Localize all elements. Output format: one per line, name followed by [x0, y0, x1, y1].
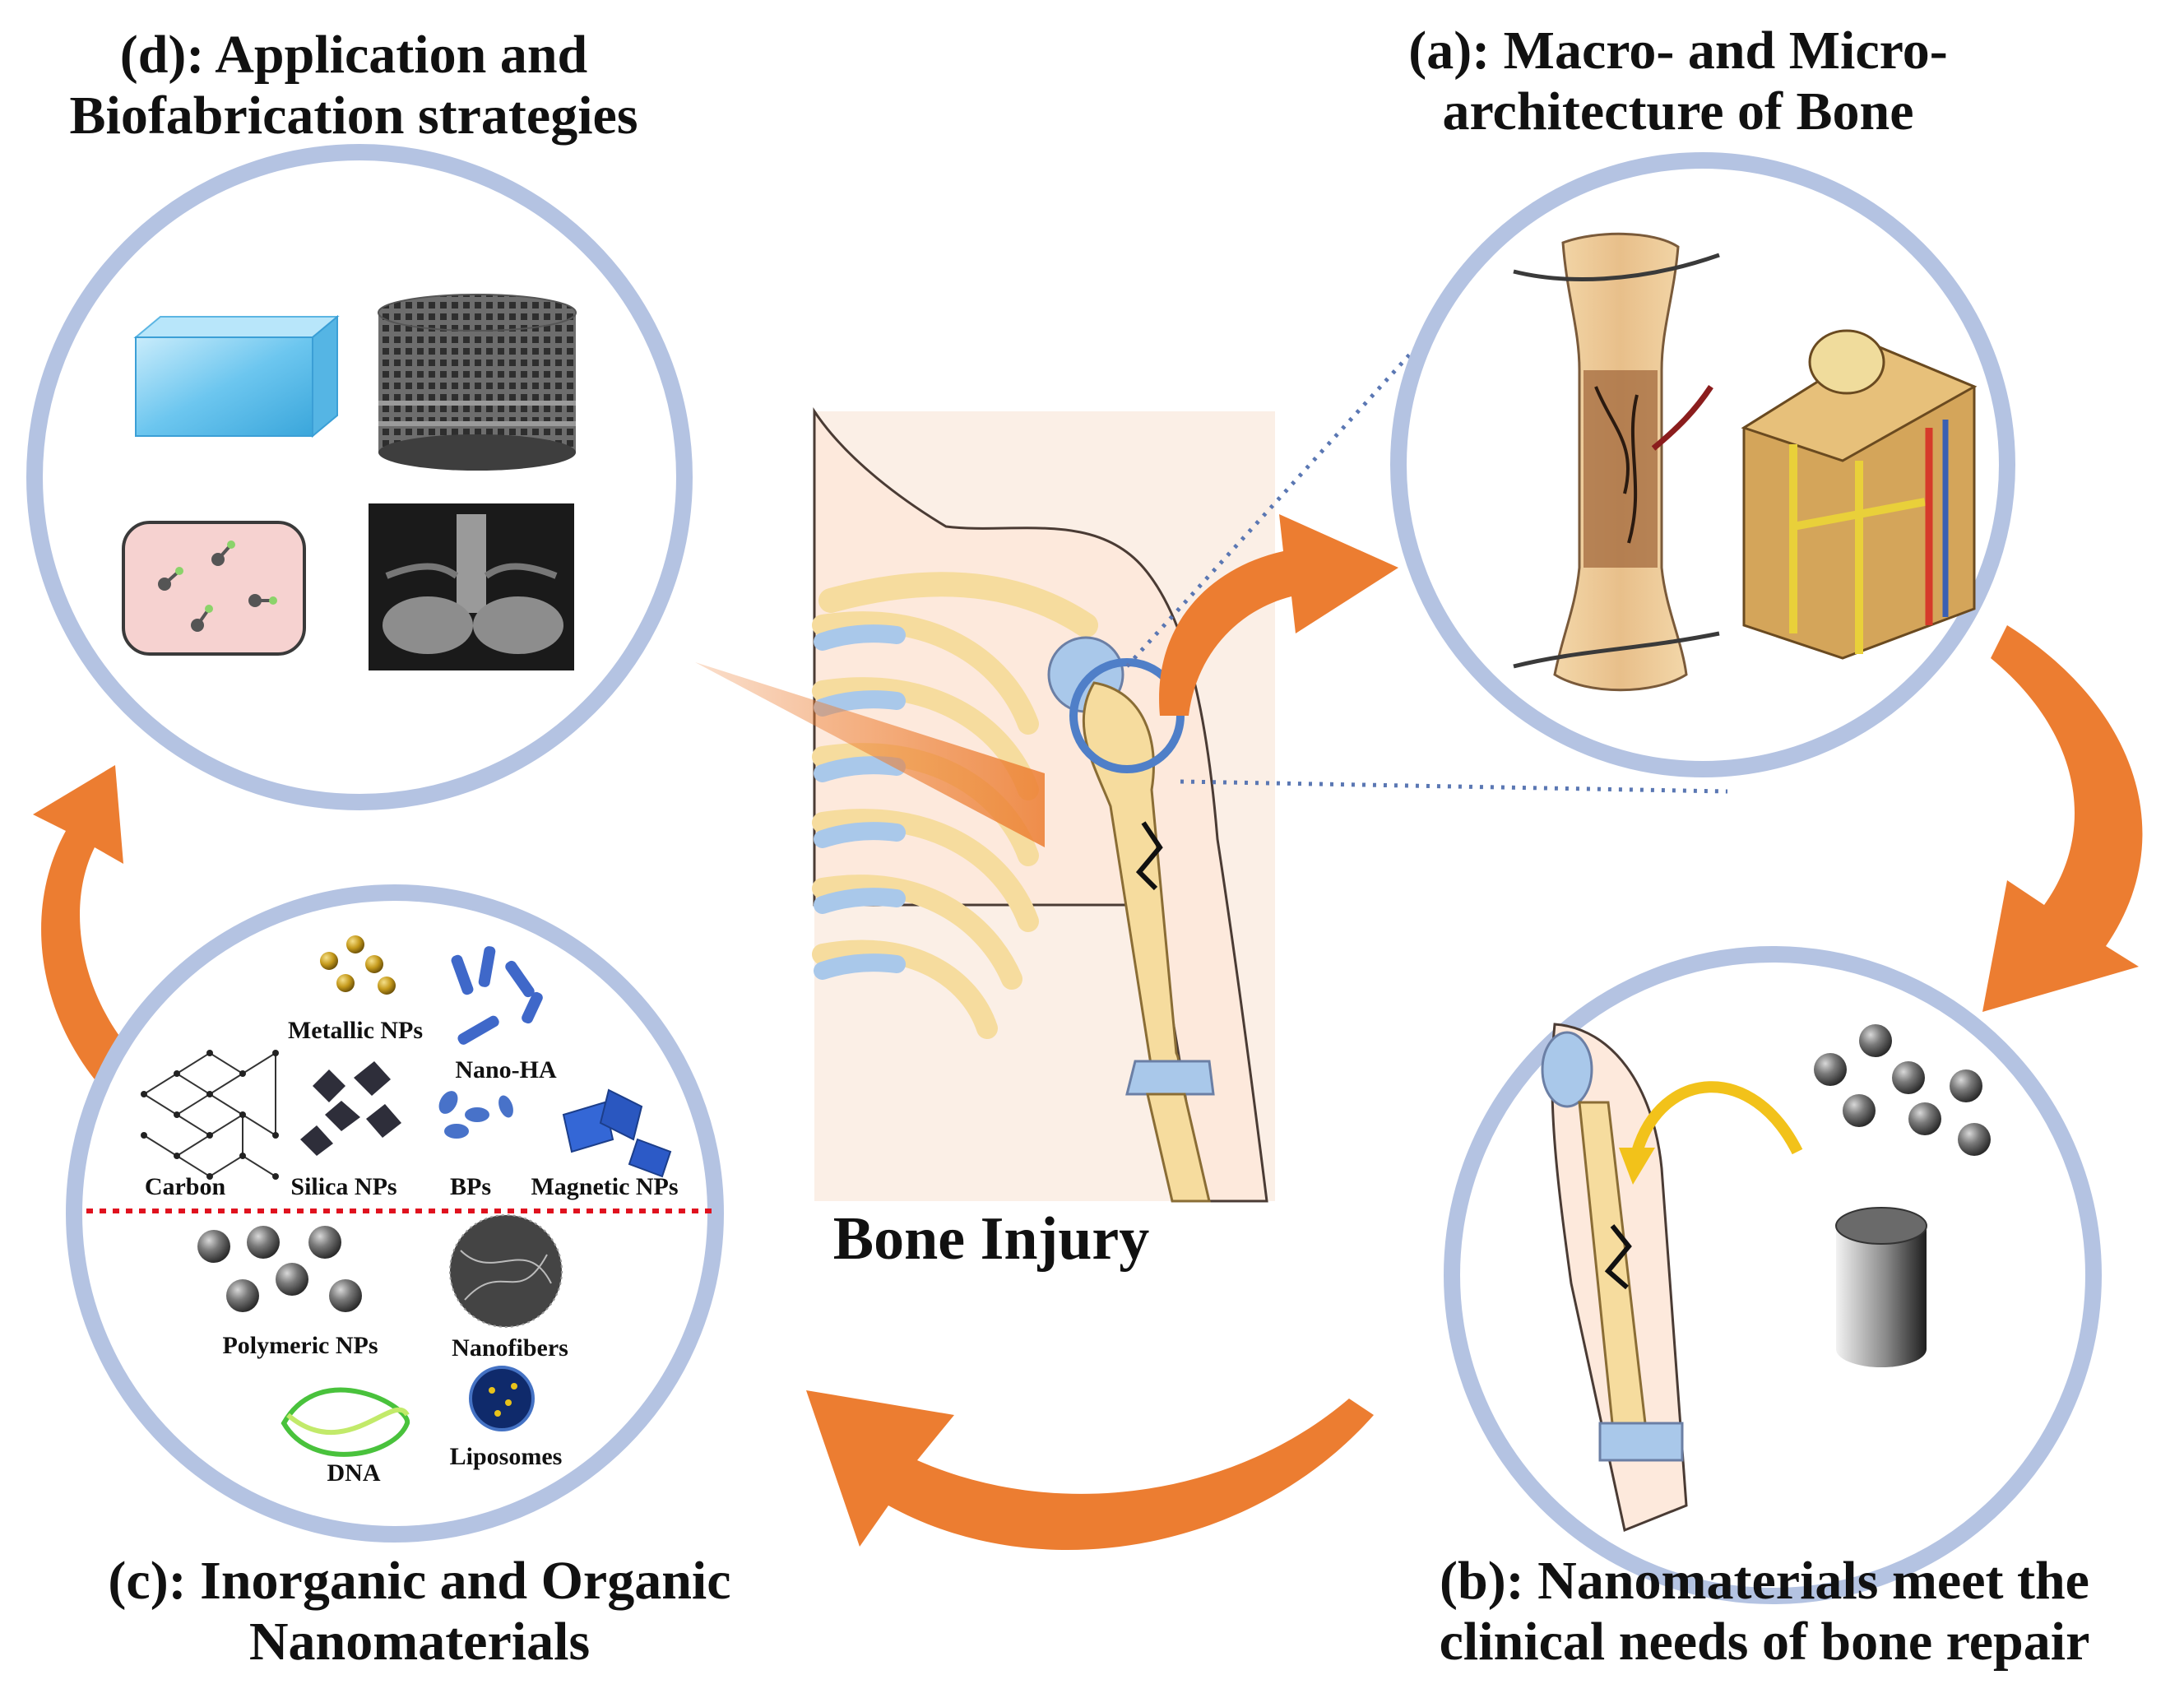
panel-a-title-line-2: architecture of Bone: [1442, 81, 1914, 142]
panel-b-title-line-1: (b): Nanomaterials meet the: [1440, 1551, 2089, 1611]
clavicle: [818, 572, 1098, 638]
label-nano-ha: Nano-HA: [455, 1056, 557, 1083]
panel-a-title: (a): Macro- and Micro- architecture of B…: [1357, 21, 1999, 142]
label-liposomes: Liposomes: [450, 1443, 563, 1470]
panel-b-clinical-needs: [1444, 946, 2102, 1604]
panel-d-title-line-2: Biofabrication strategies: [69, 85, 638, 146]
label-nanofibers: Nanofibers: [452, 1334, 568, 1362]
panel-b-title-line-2: clinical needs of bone repair: [1439, 1611, 2090, 1672]
panel-d-title-line-1: (d): Application and: [119, 25, 588, 85]
dna-icon: [281, 1387, 410, 1457]
bone-injury-illustration: [695, 407, 1275, 1203]
panel-d-title: (d): Application and Biofabrication stra…: [33, 25, 675, 146]
implant-cylinder-icon: [1835, 1207, 1927, 1367]
rib-cage: [812, 611, 1039, 1039]
panel-d-ring: [26, 144, 693, 810]
label-bps: BPs: [450, 1173, 491, 1200]
xray-image-icon: [369, 503, 574, 670]
label-silica-nps: Silica NPs: [290, 1173, 396, 1200]
osteon-tissue-block: [1741, 329, 1978, 660]
label-polymeric-nps: Polymeric NPs: [222, 1332, 378, 1359]
nanofibers-icon: [449, 1214, 563, 1328]
panel-a-title-line-1: (a): Macro- and Micro-: [1408, 21, 1948, 81]
zoom-fan-to-d: [695, 662, 1045, 847]
hydrogel-block-icon: [133, 314, 340, 438]
silica-nps-icon: [300, 1061, 401, 1156]
panel-c-title-line-2: Nanomaterials: [248, 1611, 591, 1672]
nanoparticle-cluster: [1814, 1024, 1991, 1156]
label-metallic-nps: Metallic NPs: [288, 1017, 423, 1044]
arrow-a-to-b: [1982, 625, 2143, 1012]
panel-a-bone-architecture: [1390, 152, 2015, 777]
panel-c-nanomaterials: Metallic NPs Nano-HA Carbon Silica NPs B…: [66, 884, 724, 1543]
arrow-b-to-c: [806, 1390, 1374, 1551]
polymeric-nps-icon: [197, 1226, 362, 1312]
liposomes-icon: [469, 1366, 535, 1431]
long-bone-illustration: [1513, 232, 1720, 692]
magnetic-nps-icon: [562, 1088, 672, 1178]
injectable-nanoparticle-dish-icon: [122, 521, 306, 656]
arrow-injury-to-a: [1159, 514, 1398, 716]
label-magnetic-nps: Magnetic NPs: [531, 1173, 678, 1200]
label-dna: DNA: [327, 1459, 381, 1487]
cycle-arrows: [33, 514, 2143, 1551]
nanomaterial-labels: Metallic NPs Nano-HA Carbon Silica NPs B…: [145, 1017, 679, 1487]
label-carbon: Carbon: [145, 1173, 226, 1200]
nano-ha-rods-icon: [451, 946, 543, 1045]
panel-b-title: (b): Nanomaterials meet the clinical nee…: [1374, 1551, 2155, 1672]
arm-bone-closeup: [1541, 1023, 1803, 1533]
humerus: [1047, 636, 1215, 1203]
delivery-arrow: [1631, 1081, 1803, 1155]
bone-injury-label: Bone Injury: [832, 1205, 1150, 1273]
3d-printed-scaffold-icon: [378, 294, 577, 471]
metallic-nps-icon: [320, 935, 396, 995]
carbon-lattice-icon: [141, 1050, 279, 1180]
panel-c-title-line-1: (c): Inorganic and Organic: [108, 1551, 731, 1611]
bps-icon: [438, 1091, 513, 1139]
panel-c-title: (c): Inorganic and Organic Nanomaterials: [49, 1551, 790, 1672]
panel-d-applications: [26, 144, 693, 810]
arrow-c-to-d: [33, 765, 140, 1094]
